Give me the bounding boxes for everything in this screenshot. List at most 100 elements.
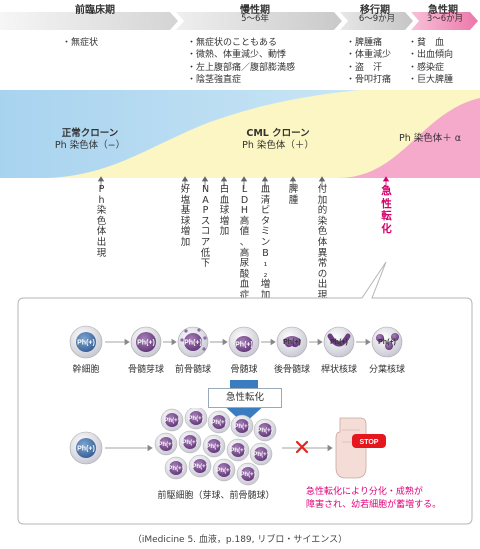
myelocyte [228, 326, 260, 358]
differentiation-arrows [105, 338, 371, 346]
blast-crisis-box: 急性転化 [208, 388, 282, 408]
arrow-right-icon [317, 338, 323, 346]
cml-clone-area [40, 90, 480, 178]
phase-arrow-preclinical [0, 12, 178, 30]
blast-crisis-row: Ph(+) Ph(+) Ph(+) Ph(+) Ph(+) Ph(+) Ph(+… [69, 408, 386, 486]
normal-clone-sub: Ph 染色体（−） [54, 140, 126, 151]
label-segmented-neutrophil: 分葉核球 [368, 365, 405, 375]
cml-clone-sub: Ph 染色体（＋） [242, 140, 314, 151]
arrow-up-icon [97, 176, 105, 182]
phase-arrow-chronic [176, 12, 342, 30]
symptom-item: ・無症状のこともある [187, 38, 278, 48]
ph-badge: Ph(+) [253, 452, 268, 458]
arrow-up-icon [261, 176, 269, 182]
label-myelocyte: 骨髄球 [230, 365, 258, 375]
metamyelocyte [276, 326, 308, 358]
arrow-up-icon [220, 176, 228, 182]
ph-badge: Ph(+) [188, 416, 203, 422]
arrow-up-icon [201, 176, 209, 182]
symptoms-preclinical: ・無症状 [62, 37, 98, 49]
event-arrows [97, 176, 390, 189]
phase-title-chronic: 慢性期 [240, 5, 270, 16]
phase-duration-acute: 3～6か月 [426, 14, 464, 24]
symptom-item: ・左上腹部痛／腹部膨満感 [187, 62, 296, 73]
ph-badge: Ph(+) [211, 420, 226, 426]
phase-arrow-transition [340, 12, 413, 30]
phase-duration-transition: 6～9か月 [358, 14, 396, 24]
event-blast-crisis: 急性転化 [381, 185, 392, 235]
ph-badge: Ph(+) [257, 428, 272, 434]
label-precursor-cells: 前駆細胞（芽球、前骨髄球） [157, 491, 275, 501]
ph-badge: Ph(+) [230, 448, 245, 454]
symptoms-transition: ・脾腫痛 ・体重減少 ・盗 汗 ・骨叩打痛 [346, 37, 391, 86]
label-band-neutrophil: 桿状核球 [320, 365, 357, 375]
arrow-up-icon [181, 176, 189, 182]
symptom-item: ・感染症 [408, 62, 445, 73]
label-metamyelocyte: 後骨髄球 [273, 365, 310, 375]
symptom-item: ・盗 汗 [346, 62, 383, 73]
normal-differentiation-row: Ph(+) Ph(+) Ph(+) Ph(+) Ph(+) Ph(+) Ph(+… [69, 325, 403, 359]
stem-cell-blast [69, 431, 103, 465]
ph-badge: Ph(+) [192, 464, 207, 470]
normal-clone-title: 正常クローン [61, 128, 119, 139]
arrow-right-icon [147, 444, 153, 452]
cml-clone-label: CML クローン Ph 染色体（＋） [236, 128, 320, 152]
normal-clone-label: 正常クローン Ph 染色体（−） [48, 128, 132, 152]
arrow-right-icon [270, 338, 276, 346]
promyelocyte [177, 326, 209, 358]
event-splenomegaly: 脾腫 [288, 184, 299, 206]
arrow-up-icon [318, 176, 326, 182]
event-wbc-increase: 白血球増加 [219, 184, 230, 238]
symptoms-chronic: ・無症状のこともある ・微熱、体重減少、動悸 ・左上腹部痛／腹部膨満感 ・陰茎強… [187, 37, 295, 86]
arrow-right-icon [124, 338, 130, 346]
ph-plus-label: Ph 染色体＋ α [398, 133, 462, 144]
ph-badge: Ph(+) [240, 472, 255, 478]
phase-arrow-acute [411, 12, 478, 30]
ph-badge: Ph(+) [158, 442, 173, 448]
symptom-item: ・骨叩打痛 [346, 74, 392, 85]
stop-text: STOP [360, 439, 379, 446]
symptom-item: ・微熱、体重減少、動悸 [187, 50, 287, 61]
symptom-item: ・貧 血 [408, 38, 445, 48]
ph-badge: Ph(+) [137, 340, 155, 347]
stop-hand-icon: STOP [335, 417, 386, 479]
blast-crisis-note: 急性転化により分化・成熟が 障害され、幼若細胞が蓄増する。 [306, 486, 466, 512]
ph-badge: Ph(+) [330, 339, 348, 346]
ph-plus-area [338, 98, 480, 178]
arrow-right-icon [327, 444, 333, 452]
symptom-item: ・陰茎強直症 [187, 74, 242, 85]
arrow-right-icon [365, 338, 371, 346]
clone-evolution-band [0, 90, 480, 178]
ph-badge: Ph(+) [283, 339, 301, 346]
ph-badge: Ph(+) [235, 342, 253, 349]
arrow-up-icon [240, 176, 248, 182]
arrow-up-icon [382, 176, 390, 182]
ph-badge: Ph(+) [378, 339, 396, 346]
ph-badge: Ph(+) [77, 446, 95, 453]
ph-badge: Ph(+) [216, 468, 231, 474]
stem-cell [69, 325, 103, 359]
symptom-item: ・出血傾向 [408, 50, 454, 61]
segmented-neutrophil [371, 326, 403, 358]
symptoms-acute: ・貧 血 ・出血傾向 ・感染症 ・巨大脾腫 [408, 37, 453, 86]
note-line-1: 急性転化により分化・成熟が [306, 487, 423, 497]
label-stem-cell: 幹細胞 [72, 365, 100, 375]
note-line-2: 障害され、幼若細胞が蓄増する。 [306, 500, 442, 510]
myeloblast [130, 326, 162, 358]
phase-title-transition: 移行期 [360, 5, 390, 16]
label-promyelocyte: 前骨髄球 [174, 365, 211, 375]
phase-duration-chronic: 5～6年 [241, 14, 269, 24]
phase-header-bar [0, 12, 478, 30]
symptom-item: ・無症状 [62, 38, 99, 48]
phase-title-acute: 急性期 [428, 5, 458, 16]
ph-badge: Ph(+) [182, 440, 197, 446]
arrow-right-icon [222, 338, 228, 346]
citation: （iMedicine 5. 血液，p.189, リブロ・サイエンス） [132, 535, 348, 545]
label-myeloblast: 骨髄芽球 [127, 365, 164, 375]
phase-title-preclinical: 前臨床期 [75, 5, 115, 16]
arrow-right-icon [171, 338, 177, 346]
ph-badge: Ph(+) [168, 466, 183, 472]
cross-icon [295, 440, 309, 454]
